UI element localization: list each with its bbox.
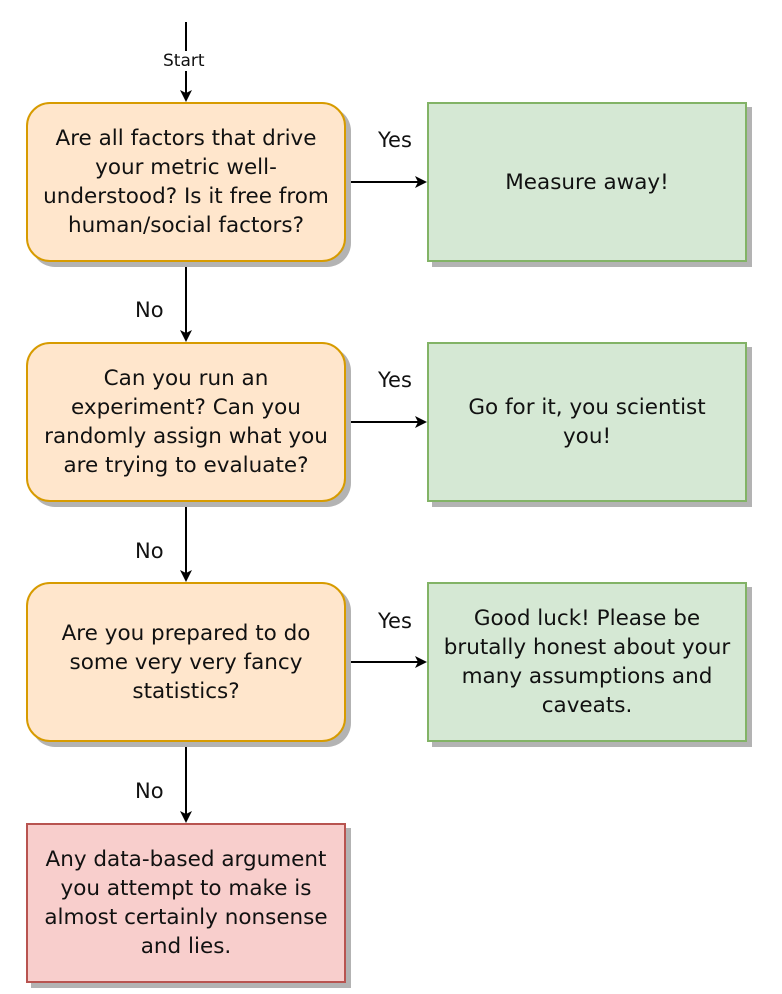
outcome-text-2: Go for it, you scientist you! [468, 395, 706, 449]
decision-text-3: Are you prepared to do some very very fa… [61, 620, 311, 704]
start-label: Start [161, 51, 207, 71]
decision-box-1: Are all factors that drive your metric w… [26, 102, 346, 262]
no-label-2: No [135, 539, 164, 563]
yes-label-2: Yes [378, 368, 412, 392]
no-label-1: No [135, 298, 164, 322]
outcome-text-1: Measure away! [505, 169, 669, 195]
outcome-text-3: Good luck! Please be brutally honest abo… [443, 606, 731, 718]
yes-label-3: Yes [378, 609, 412, 633]
final-text: Any data-based argument you attempt to m… [44, 847, 328, 959]
no-label-3: No [135, 779, 164, 803]
outcome-box-3: Good luck! Please be brutally honest abo… [427, 582, 747, 742]
final-box: Any data-based argument you attempt to m… [26, 823, 346, 983]
outcome-box-2: Go for it, you scientist you! [427, 342, 747, 502]
decision-box-2: Can you run an experiment? Can you rando… [26, 342, 346, 502]
outcome-box-1: Measure away! [427, 102, 747, 262]
decision-text-1: Are all factors that drive your metric w… [43, 126, 329, 238]
decision-box-3: Are you prepared to do some very very fa… [26, 582, 346, 742]
yes-label-1: Yes [378, 128, 412, 152]
decision-text-2: Can you run an experiment? Can you rando… [44, 366, 328, 478]
